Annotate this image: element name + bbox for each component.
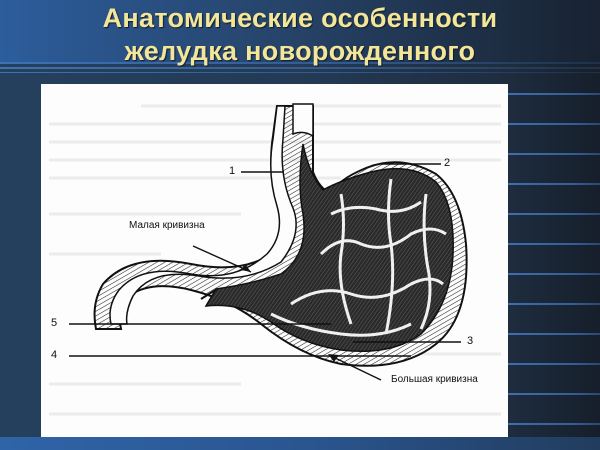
figure-panel: 1 2 3 4 5 Малая кривизна Большая кривизн…: [41, 84, 508, 437]
decorative-stripe: [508, 393, 600, 395]
decorative-stripe: [508, 123, 600, 125]
decorative-stripe: [0, 62, 600, 64]
duodenum-cut: [200, 288, 218, 300]
slide-title: Анатомические особенности желудка новоро…: [0, 2, 600, 68]
esophagus: [292, 103, 314, 138]
arrowhead-icon: [328, 354, 339, 362]
label-1: 1: [229, 165, 236, 177]
decorative-stripe: [0, 67, 600, 69]
title-line-1: Анатомические особенности: [102, 3, 498, 33]
label-greater-curvature: Большая кривизна: [391, 374, 478, 385]
arrowhead-icon: [241, 264, 251, 272]
leader-lines: [69, 163, 461, 381]
decorative-stripe: [508, 93, 600, 95]
decorative-stripe: [508, 363, 600, 365]
title-line-2: желудка новорожденного: [124, 36, 476, 66]
decorative-stripe: [508, 213, 600, 215]
stomach-illustration: [49, 103, 501, 416]
label-2: 2: [444, 157, 451, 169]
label-3: 3: [467, 335, 474, 347]
decorative-stripe: [508, 423, 600, 425]
bottom-band: [0, 437, 600, 450]
decorative-stripe: [508, 243, 600, 245]
decorative-stripe: [508, 333, 600, 335]
decorative-stripe: [508, 153, 600, 155]
decorative-stripe: [0, 72, 600, 73]
gastric-folds: [270, 178, 447, 337]
label-5: 5: [51, 317, 58, 329]
decorative-stripe: [508, 273, 600, 275]
decorative-stripe: [508, 303, 600, 305]
label-lesser-curvature: Малая кривизна: [129, 220, 205, 231]
decorative-stripe: [508, 183, 600, 185]
label-4: 4: [51, 349, 58, 361]
